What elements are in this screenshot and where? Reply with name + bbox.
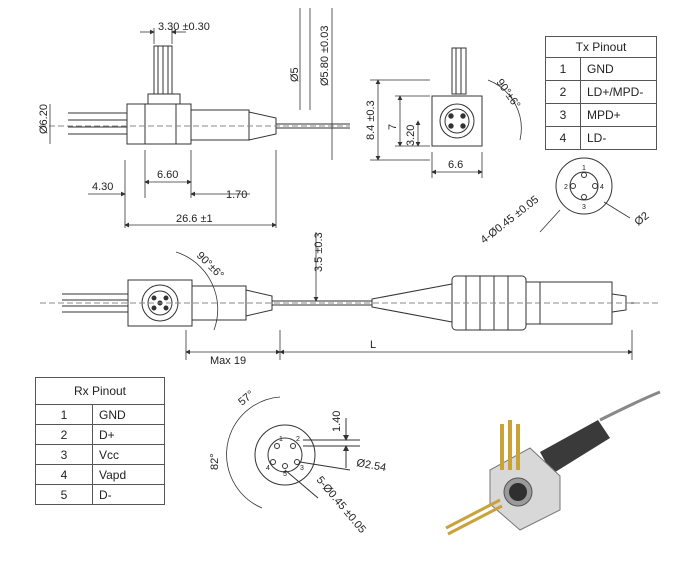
dim-body-diameter: Ø6.20 [38,104,50,134]
pin-number: 2 [35,424,93,445]
dim-total-length: 26.6 ±1 [176,213,213,225]
pin-signal: GND [92,404,165,425]
dim-tx-circle: Ø2 [632,210,651,228]
dim-tx-pin-size: 4-Ø0.45 ±0.05 [478,194,541,247]
rx-pin-3-label: 3 [300,465,304,472]
tx-pinout-title: Tx Pinout [545,36,657,58]
pin-number: 1 [35,404,93,425]
tosa-3d-render [445,390,661,536]
pin-signal: D- [92,484,165,505]
dim-rx-spacing: 1.40 [331,411,343,432]
dim-side-inner: 7 [387,124,399,130]
rx-pin-4-label: 4 [266,465,270,472]
rx-pin-5-label: 5 [283,471,287,478]
pin-number: 2 [545,80,581,104]
pin-signal: GND [580,57,657,81]
rx-pinout-title: Rx Pinout [35,377,165,405]
dim-barrel-outer-diameter: Ø5.80 ±0.03 [319,26,331,86]
dim-rotation-tx: 90°±6° [494,77,523,111]
pin-number: 3 [35,444,93,465]
rx-assembly-view [40,251,660,331]
rx-pin-2-label: 2 [296,436,300,443]
rx-pin-1-label: 1 [279,436,283,443]
dim-rx-circle: Ø2.54 [355,457,387,474]
pin-signal: Vapd [92,464,165,485]
tx-pin-4-label: 4 [600,184,604,191]
tx-pin-2-label: 2 [564,184,568,191]
dim-rotation-rx: 90°±6° [194,250,226,282]
pin-number: 3 [545,103,581,127]
dim-barrel-diameter: Ø5 [289,67,301,82]
tx-pin-1-label: 1 [582,165,586,172]
dim-side-height: 8.4 ±0.3 [365,100,377,140]
dim-barrel-offset: 1.70 [226,189,247,201]
pin-number: 1 [545,57,581,81]
dim-cable-length: L [370,339,376,351]
pin-number: 4 [35,464,93,485]
rx-pin-circle [226,396,360,509]
tx-side-view [431,47,522,147]
dim-max-length: Max 19 [210,355,246,367]
pin-signal: D+ [92,424,165,445]
dim-pin-spacing: 3.30 ±0.30 [158,21,210,33]
dim-rx-angle-left: 82° [209,453,221,470]
pin-signal: Vcc [92,444,165,465]
pin-signal: LD- [580,126,657,150]
dim-rx-pin-size: 5-Ø0.45 ±0.05 [314,474,368,536]
pin-number: 4 [545,126,581,150]
tx-pin-3-label: 3 [582,204,586,211]
tx-pin-circle [539,157,631,233]
dim-lead-offset: 4.30 [92,181,113,193]
dim-side-width: 6.6 [448,159,463,171]
dim-side-lower: 3.20 [405,125,417,146]
tx-top-view [40,45,350,145]
pin-number: 5 [35,484,93,505]
pin-signal: MPD+ [580,103,657,127]
dim-fiber-drop: 3.5 ±0.3 [313,232,325,272]
dim-body-length: 6.60 [157,169,178,181]
pin-signal: LD+/MPD- [580,80,657,104]
